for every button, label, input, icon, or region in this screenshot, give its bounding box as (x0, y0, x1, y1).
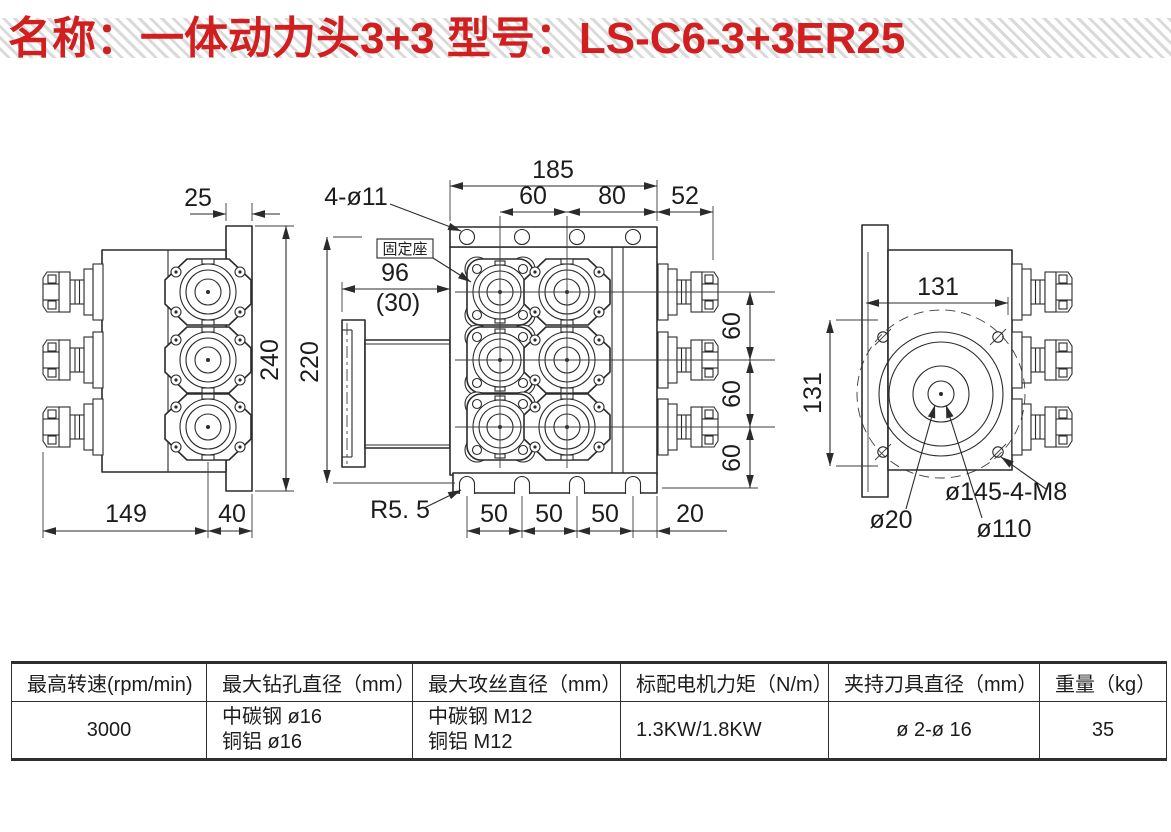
front-view (341, 216, 775, 495)
value-max-tap-line1: 中碳钢 M12 (428, 706, 533, 728)
label-fixing-seat: 固定座 (382, 241, 427, 258)
header-tool-diameter: 夹持刀具直径（mm） (829, 664, 1040, 701)
dim-right-height: 131 (799, 372, 827, 414)
label-flange-diameter: ø110 (976, 515, 1031, 543)
dim-flange-offset: 40 (218, 500, 246, 528)
dim-right-width: 131 (917, 273, 959, 301)
dim-overall-height-front: 220 (296, 341, 324, 383)
dim-motor-length-sub: (30) (376, 289, 420, 317)
value-tool-diameter: ø 2-ø 16 (829, 702, 1040, 758)
header-max-tap: 最大攻丝直径（mm） (413, 664, 621, 701)
dim-row-pitch-1: 60 (718, 312, 746, 340)
front-view-dimensions: 185 60 80 52 4-ø11 固定座 96 (30) 220 R5. 5 (296, 156, 758, 538)
header-max-drill: 最大钻孔直径（mm） (207, 664, 415, 701)
label-center-bore: ø20 (869, 506, 912, 534)
dim-body-length: 149 (105, 500, 147, 528)
left-side-view (42, 225, 253, 492)
right-view-dimensions: 131 131 ø145-4-M8 ø20 ø110 (799, 273, 1067, 543)
label-bolt-circle: ø145-4-M8 (945, 478, 1067, 506)
spec-table: 最高转速(rpm/min) 最大钻孔直径（mm） 最大攻丝直径（mm） 标配电机… (11, 661, 1167, 761)
header-motor-torque: 标配电机力矩（N/m） (621, 664, 833, 701)
spec-table-data-row: 3000 中碳钢 ø16 铜铝 ø16 中碳钢 M12 铜铝 M12 1.3KW… (12, 702, 1166, 758)
value-motor-power: 1.3KW/1.8KW (621, 702, 829, 758)
dim-flange-width: 25 (184, 184, 212, 212)
value-max-tap: 中碳钢 M12 铜铝 M12 (413, 702, 621, 758)
dim-foot-pitch-3: 50 (591, 500, 619, 528)
dim-foot-edge: 20 (676, 500, 704, 528)
page-title: 名称：一体动力头3+3 型号：LS-C6-3+3ER25 (8, 14, 906, 63)
header-max-speed: 最高转速(rpm/min) (12, 664, 207, 701)
label-mount-holes: 4-ø11 (324, 183, 387, 211)
dim-overall-height: 240 (256, 339, 284, 381)
value-max-drill: 中碳钢 ø16 铜铝 ø16 (207, 702, 413, 758)
value-max-drill-line1: 中碳钢 ø16 (222, 706, 323, 728)
dim-overall-width: 185 (532, 156, 574, 184)
dim-row-pitch-2: 60 (718, 380, 746, 408)
dim-collet-overhang: 52 (671, 182, 699, 210)
value-max-speed: 3000 (12, 702, 207, 758)
spec-table-header-row: 最高转速(rpm/min) 最大钻孔直径（mm） 最大攻丝直径（mm） 标配电机… (12, 664, 1166, 702)
title-hatch-band (0, 18, 1171, 58)
dim-foot-pitch-1: 50 (480, 500, 508, 528)
right-side-view (856, 224, 1073, 498)
dim-pitch-to-edge: 80 (598, 182, 626, 210)
left-view-dimensions: 25 240 149 40 (42, 184, 294, 538)
dim-foot-pitch-2: 50 (535, 500, 563, 528)
label-foot-radius: R5. 5 (370, 496, 430, 524)
header-weight: 重量（kg） (1055, 674, 1157, 696)
dim-motor-length: 96 (381, 259, 409, 287)
dim-spindle-pitch: 60 (519, 182, 547, 210)
value-max-tap-line2: 铜铝 M12 (428, 731, 513, 753)
technical-drawing: 25 240 149 40 (42, 156, 1073, 543)
dim-row-pitch-3: 60 (718, 444, 746, 472)
value-weight: 35 (1091, 718, 1115, 741)
value-max-drill-line2: 铜铝 ø16 (222, 731, 303, 753)
